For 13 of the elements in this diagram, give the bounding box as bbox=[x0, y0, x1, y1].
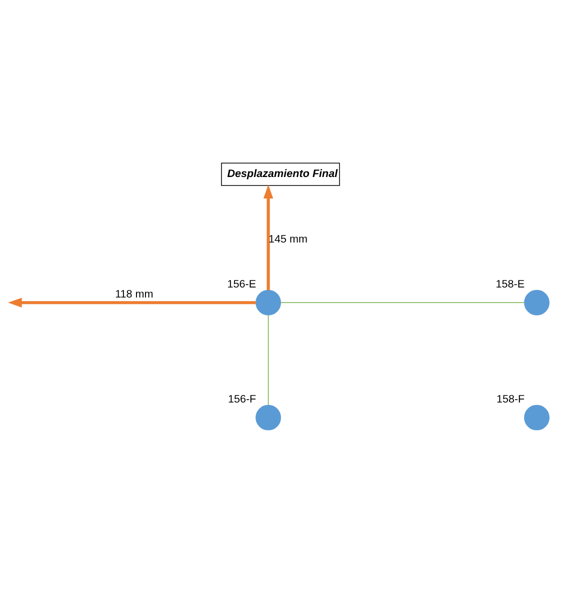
node-circle bbox=[256, 289, 282, 315]
node-circle bbox=[256, 404, 282, 430]
node-label: 156-F bbox=[228, 392, 256, 405]
node-circle bbox=[524, 404, 550, 430]
node-label: 158-E bbox=[496, 278, 525, 290]
edge-label: 118 mm bbox=[115, 288, 154, 300]
node-label: 156-E bbox=[227, 278, 256, 290]
node-label: 158-F bbox=[496, 392, 525, 405]
diagram-title: Desplazamiento Final bbox=[227, 167, 338, 180]
arrow bbox=[8, 297, 256, 307]
node-circle bbox=[524, 289, 550, 315]
arrow bbox=[263, 184, 274, 290]
connector bbox=[268, 314, 269, 405]
